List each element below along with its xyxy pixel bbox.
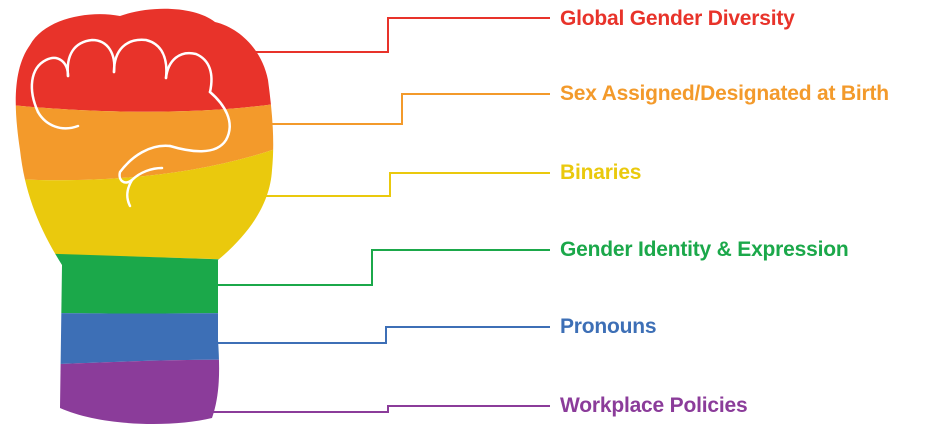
finger-outlines bbox=[30, 38, 231, 208]
stripe-red bbox=[15, 8, 274, 112]
connector-identity bbox=[218, 249, 550, 286]
stripe-green bbox=[15, 252, 274, 314]
label-binaries: Binaries bbox=[560, 161, 642, 184]
connector-global bbox=[235, 17, 550, 53]
stripe-yellow bbox=[15, 140, 274, 262]
label-global-gender-diversity: Global Gender Diversity bbox=[560, 7, 795, 30]
stripe-orange bbox=[15, 100, 274, 181]
connector-lines bbox=[212, 17, 550, 413]
connector-pronouns bbox=[218, 326, 550, 344]
label-workplace-policies: Workplace Policies bbox=[560, 394, 748, 417]
label-gender-identity-expression: Gender Identity & Expression bbox=[560, 238, 849, 261]
label-pronouns: Pronouns bbox=[560, 315, 657, 338]
stripe-purple bbox=[15, 359, 274, 424]
connector-sex bbox=[262, 93, 550, 125]
stripe-blue bbox=[15, 312, 274, 366]
connector-policies bbox=[212, 405, 550, 413]
label-sex-assigned-at-birth: Sex Assigned/Designated at Birth bbox=[560, 82, 889, 105]
connector-binaries bbox=[262, 172, 550, 197]
